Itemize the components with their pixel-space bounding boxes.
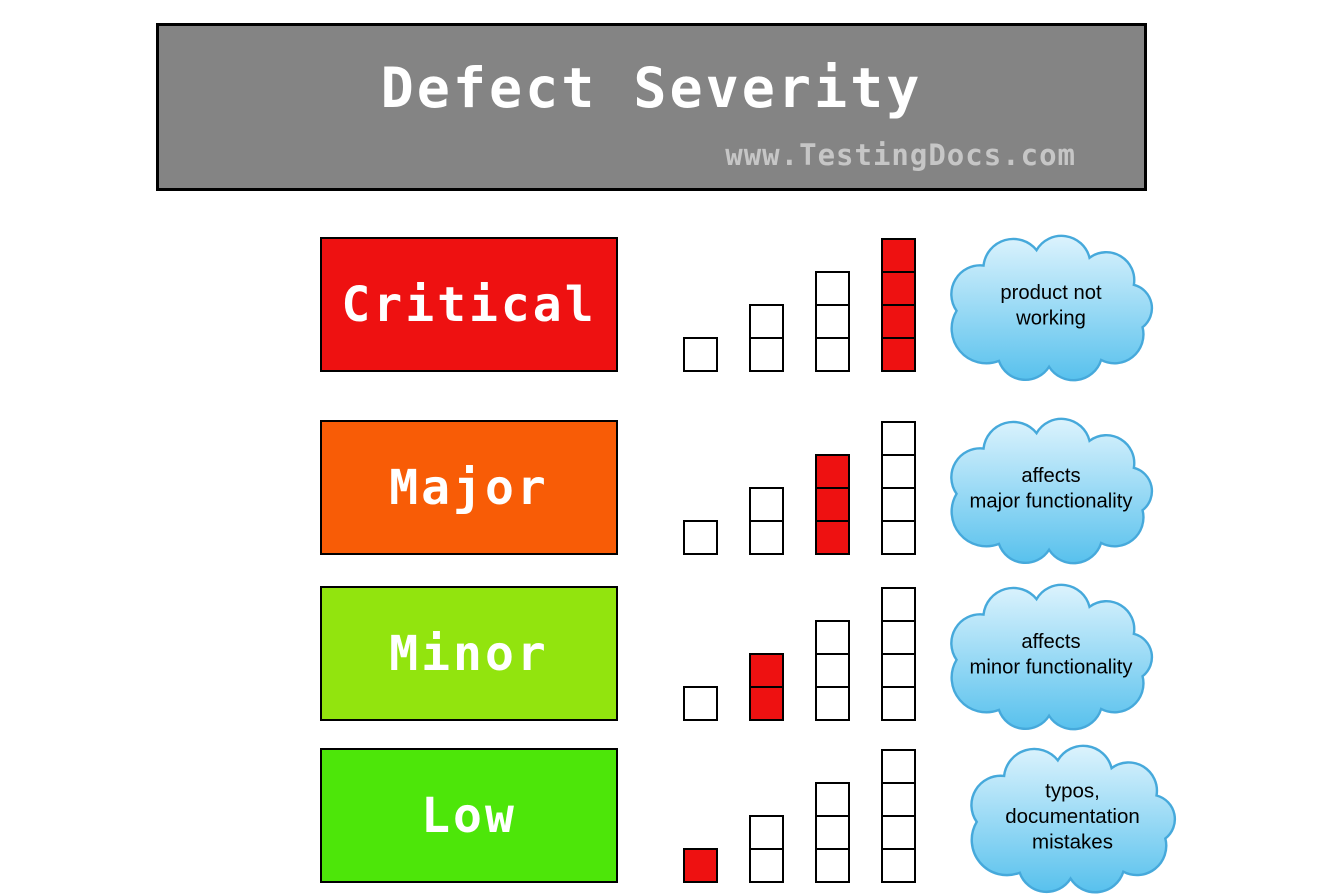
website-text: www.TestingDocs.com	[725, 138, 1076, 172]
empty-square	[749, 848, 784, 883]
empty-square	[749, 304, 784, 339]
bar-column-3	[815, 782, 850, 883]
empty-square	[881, 421, 916, 456]
severity-label-box: Minor	[320, 586, 618, 721]
severity-bar-chart	[683, 238, 916, 372]
bar-column-2	[749, 653, 784, 721]
cloud-text-line: affects	[1021, 631, 1080, 653]
empty-square	[881, 454, 916, 489]
cloud-shape	[970, 744, 1177, 894]
empty-square	[683, 520, 718, 555]
severity-row: Critical product not working	[0, 234, 1326, 382]
empty-square	[749, 815, 784, 850]
severity-label-box: Major	[320, 420, 618, 555]
severity-label: Low	[421, 787, 517, 844]
empty-square	[815, 337, 850, 372]
filled-square	[749, 653, 784, 688]
cloud-text-line: documentation	[1005, 805, 1140, 828]
header-banner: Defect Severity www.TestingDocs.com	[156, 23, 1147, 191]
bar-column-2	[749, 304, 784, 372]
filled-square	[881, 271, 916, 306]
cloud-text-line: minor functionality	[970, 656, 1134, 678]
empty-square	[815, 686, 850, 721]
empty-square	[815, 815, 850, 850]
bar-column-1	[683, 848, 718, 883]
description-cloud: affects minor functionality	[950, 583, 1154, 731]
severity-label-box: Low	[320, 748, 618, 883]
empty-square	[749, 337, 784, 372]
cloud-shape	[950, 417, 1154, 565]
bar-column-3	[815, 271, 850, 372]
cloud-text-line: typos,	[1045, 779, 1100, 802]
empty-square	[683, 337, 718, 372]
empty-square	[881, 815, 916, 850]
severity-label: Major	[389, 459, 549, 516]
filled-square	[881, 304, 916, 339]
severity-label-box: Critical	[320, 237, 618, 372]
empty-square	[881, 520, 916, 555]
severity-bar-chart	[683, 587, 916, 721]
filled-square	[749, 686, 784, 721]
page-title: Defect Severity	[380, 56, 923, 120]
empty-square	[881, 587, 916, 622]
empty-square	[815, 304, 850, 339]
cloud-text-line: major functionality	[970, 490, 1134, 512]
empty-square	[815, 653, 850, 688]
bar-column-2	[749, 815, 784, 883]
bar-column-4	[881, 421, 916, 555]
filled-square	[683, 848, 718, 883]
severity-label: Critical	[341, 276, 597, 333]
empty-square	[683, 686, 718, 721]
filled-square	[815, 487, 850, 522]
empty-square	[881, 686, 916, 721]
bar-column-4	[881, 238, 916, 372]
filled-square	[881, 337, 916, 372]
cloud-shape	[950, 234, 1154, 382]
bar-column-4	[881, 749, 916, 883]
empty-square	[881, 848, 916, 883]
severity-label: Minor	[389, 625, 549, 682]
bar-column-3	[815, 454, 850, 555]
bar-column-1	[683, 686, 718, 721]
empty-square	[815, 620, 850, 655]
description-cloud: affects major functionality	[950, 417, 1154, 565]
bar-column-2	[749, 487, 784, 555]
empty-square	[815, 782, 850, 817]
empty-square	[881, 653, 916, 688]
cloud-text-line: mistakes	[1032, 830, 1113, 853]
bar-column-4	[881, 587, 916, 721]
severity-bar-chart	[683, 749, 916, 883]
severity-bar-chart	[683, 421, 916, 555]
cloud-text-line: affects	[1021, 465, 1080, 487]
cloud-text-line: product not	[1000, 282, 1102, 304]
severity-row: Major affects major functionality	[0, 417, 1326, 565]
empty-square	[815, 271, 850, 306]
filled-square	[881, 238, 916, 273]
empty-square	[881, 487, 916, 522]
empty-square	[749, 520, 784, 555]
description-cloud: product not working	[950, 234, 1154, 382]
cloud-text-line: working	[1015, 307, 1086, 329]
empty-square	[749, 487, 784, 522]
bar-column-1	[683, 520, 718, 555]
bar-column-3	[815, 620, 850, 721]
filled-square	[815, 454, 850, 489]
severity-row: Minor affects minor functionality	[0, 583, 1326, 731]
empty-square	[815, 848, 850, 883]
bar-column-1	[683, 337, 718, 372]
cloud-shape	[950, 583, 1154, 731]
empty-square	[881, 749, 916, 784]
empty-square	[881, 782, 916, 817]
filled-square	[815, 520, 850, 555]
empty-square	[881, 620, 916, 655]
